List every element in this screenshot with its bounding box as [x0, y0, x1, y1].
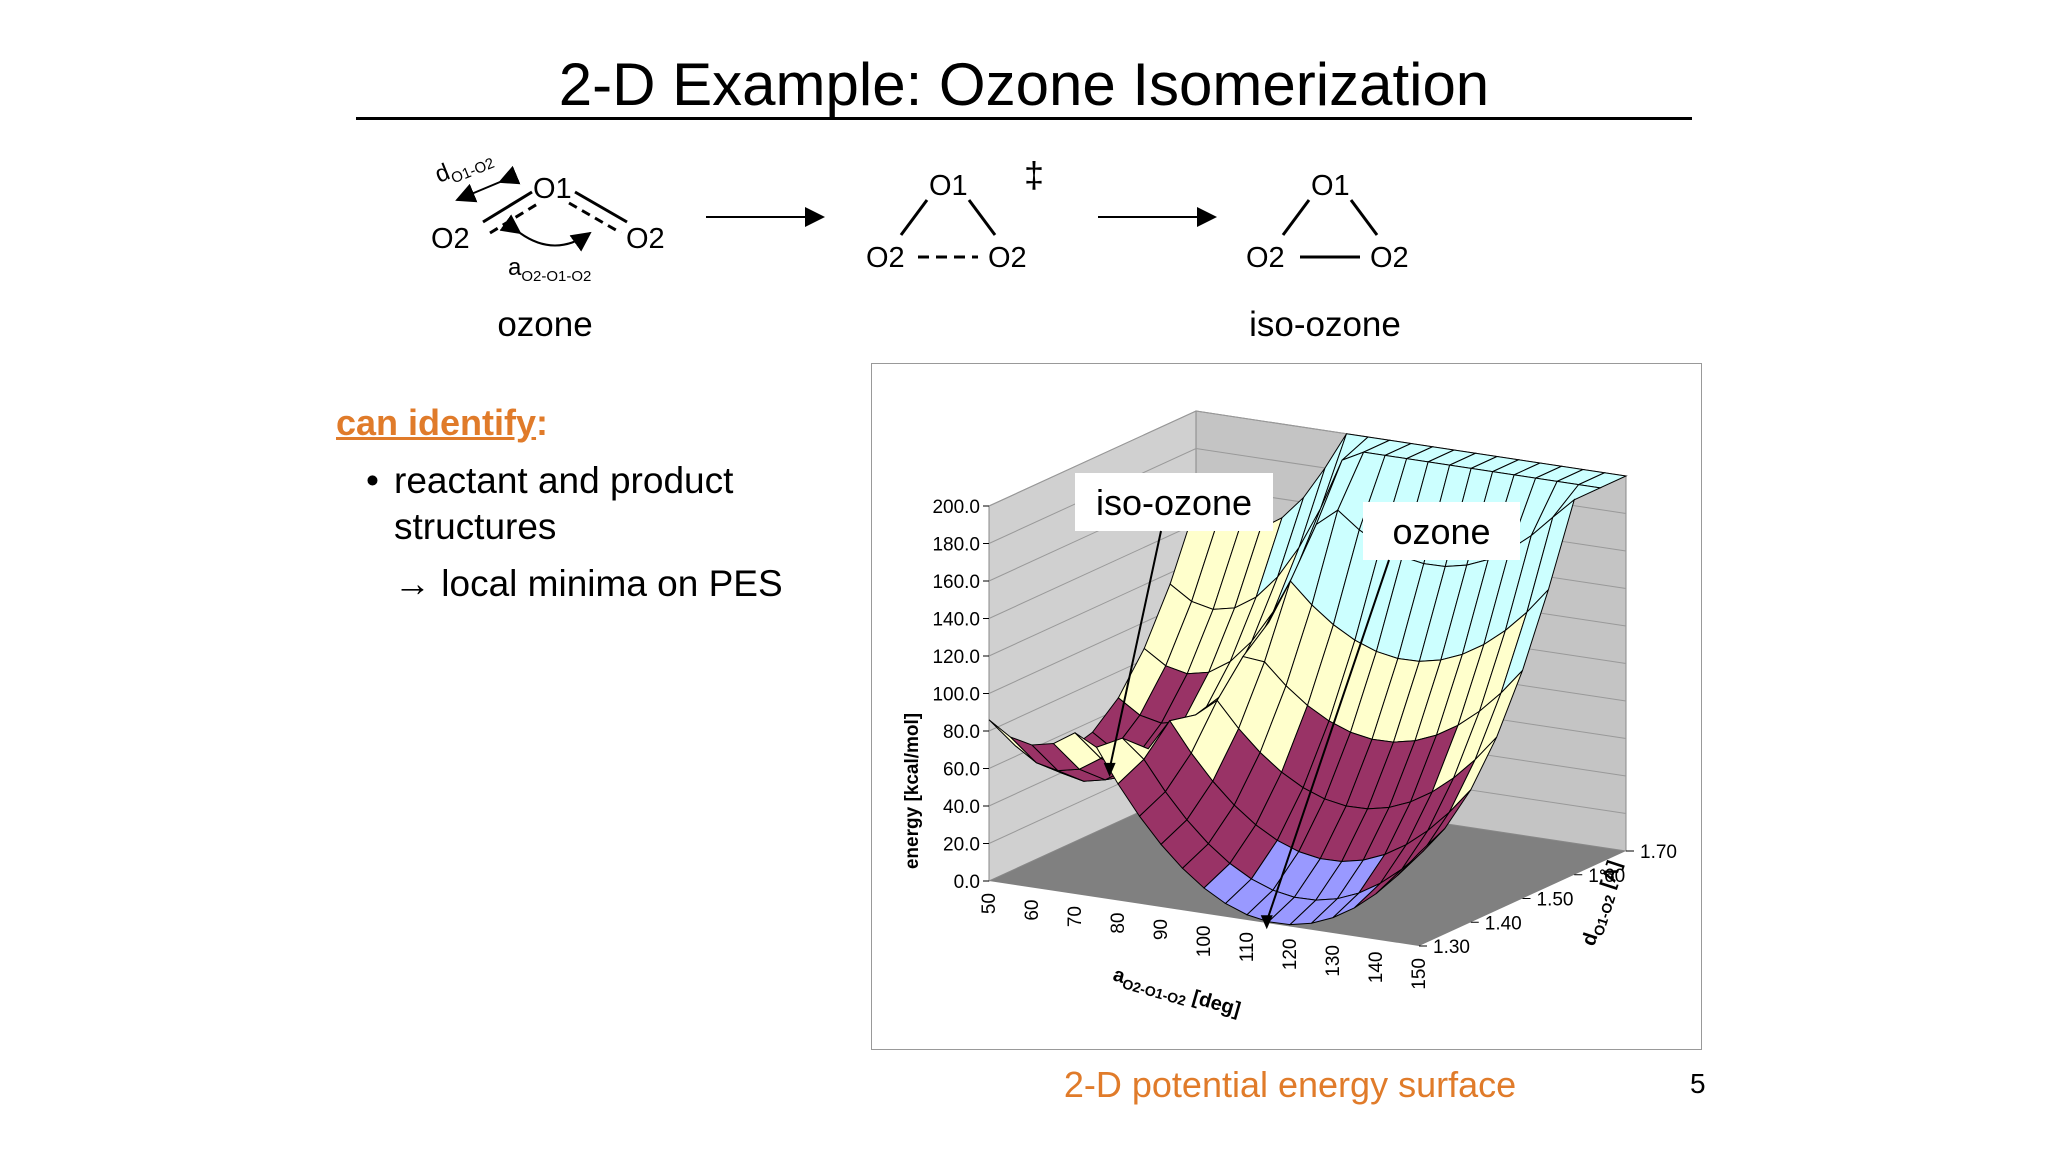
y-axis-label: dO1-O2[Å] [1576, 857, 1629, 949]
surface-cell [1397, 828, 1446, 876]
iso-atom-o2-left: O2 [1246, 242, 1285, 274]
y-tick-label: 1.70 [1640, 842, 1677, 863]
title-underline [356, 117, 1692, 120]
z-tick-label: 20.0 [943, 835, 980, 856]
bullet-dot: • [366, 460, 379, 501]
x-tick-label: 50 [979, 893, 1000, 914]
z-tick-label: 60.0 [943, 760, 980, 781]
bullet-line-1: reactant and product [394, 460, 734, 501]
page-number: 5 [1690, 1068, 1706, 1099]
section-heading-colon: : [536, 402, 549, 443]
callout-box [1075, 473, 1273, 531]
z-tick-label: 0.0 [954, 872, 980, 893]
transition-state-marker: ‡ [1024, 154, 1044, 195]
ozone-atom-o2-right: O2 [626, 223, 665, 255]
y-tick-label: 1.60 [1588, 866, 1625, 887]
chart-frame: 0.0 20.0 40.0 60.0 80.0 100.0 120.0 140.0 160.0 1… [871, 363, 1702, 1050]
iso-ozone-caption: iso-ozone [1249, 305, 1401, 344]
callout-leader [1265, 559, 1390, 922]
axis-ticks: 0.0 20.0 40.0 60.0 80.0 100.0 120.0 140.0 160.0 1… [932, 497, 1677, 990]
ts-atom-o2-left: O2 [866, 242, 905, 274]
z-tick-label: 180.0 [932, 535, 980, 556]
chart-callouts: iso-ozone ozone [1075, 473, 1520, 930]
x-tick-label: 130 [1323, 945, 1344, 977]
ts-atom-o1: O1 [929, 170, 968, 202]
z-axis-label: energy [kcal/mol] [902, 713, 923, 869]
x-tick-label: 70 [1065, 906, 1086, 927]
callout-box [1363, 502, 1520, 560]
y-tick-label: 1.50 [1537, 890, 1574, 911]
ozone-structure: dO1-O2 aO2-O1-O2 O1 O2 O2 [431, 142, 665, 285]
ts-atom-o2-right: O2 [988, 242, 1027, 274]
pes-surface-chart: 0.0 20.0 40.0 60.0 80.0 100.0 120.0 140.0 160.0 1… [902, 410, 1677, 1024]
x-tick-label: 110 [1237, 932, 1258, 962]
x-tick-label: 60 [1022, 900, 1043, 921]
x-tick-label: 140 [1366, 952, 1387, 984]
reaction-scheme: dO1-O2 aO2-O1-O2 O1 O2 O2 O1 O2 O2 ‡ O1 … [431, 142, 1409, 285]
bond-angle-label: aO2-O1-O2 [508, 254, 591, 285]
x-tick-label: 80 [1108, 913, 1129, 934]
z-tick-label: 100.0 [932, 685, 980, 706]
ozone-caption: ozone [497, 305, 593, 344]
callout-leader [1108, 530, 1162, 770]
sub-point: → local minima on PES [394, 561, 783, 607]
chart-caption: 2-D potential energy surface [1063, 1064, 1517, 1105]
bond-angle-arrow [499, 214, 592, 252]
y-tick-label: 1.40 [1485, 913, 1522, 934]
x-tick-label: 150 [1409, 958, 1430, 990]
y-tick-label: 1.30 [1433, 937, 1470, 958]
z-tick-label: 200.0 [932, 497, 980, 518]
callout-label: ozone [1392, 511, 1490, 552]
iso-atom-o1: O1 [1311, 170, 1350, 202]
z-tick-label: 80.0 [943, 722, 980, 743]
z-tick-label: 40.0 [943, 797, 980, 818]
transition-state-structure: O1 O2 O2 ‡ [866, 154, 1044, 274]
arrow-symbol: → [394, 563, 431, 604]
callout-arrowhead [1260, 915, 1273, 930]
x-axis-label: aO2-O1-O2[deg] [1110, 964, 1243, 1024]
iso-atom-o2-right: O2 [1370, 242, 1409, 274]
bullet-line-2: structures [394, 506, 557, 547]
ozone-atom-o1: O1 [533, 173, 572, 205]
section-heading: can identify: [336, 402, 548, 444]
ozone-atom-o2-left: O2 [431, 223, 470, 255]
z-tick-label: 140.0 [932, 610, 980, 631]
slide-title: 2-D Example: Ozone Isomerization [558, 51, 1490, 118]
iso-ozone-structure: O1 O2 O2 [1246, 170, 1409, 274]
callout-ozone: ozone [1260, 502, 1520, 930]
z-tick-label: 120.0 [932, 647, 980, 668]
surface-mesh [988, 433, 1628, 926]
callout-arrowhead [1103, 762, 1116, 777]
x-tick-label: 90 [1151, 919, 1172, 940]
sub-point-text: local minima on PES [441, 563, 783, 604]
bond-length-label: dO1-O2 [431, 142, 497, 193]
callout-label: iso-ozone [1096, 482, 1252, 523]
bond-length-arrow [455, 165, 521, 203]
x-tick-label: 120 [1280, 939, 1301, 971]
x-tick-label: 100 [1194, 926, 1215, 958]
section-heading-text: can identify [336, 402, 537, 443]
callout-iso-ozone: iso-ozone [1075, 473, 1273, 777]
z-tick-label: 160.0 [932, 572, 980, 593]
